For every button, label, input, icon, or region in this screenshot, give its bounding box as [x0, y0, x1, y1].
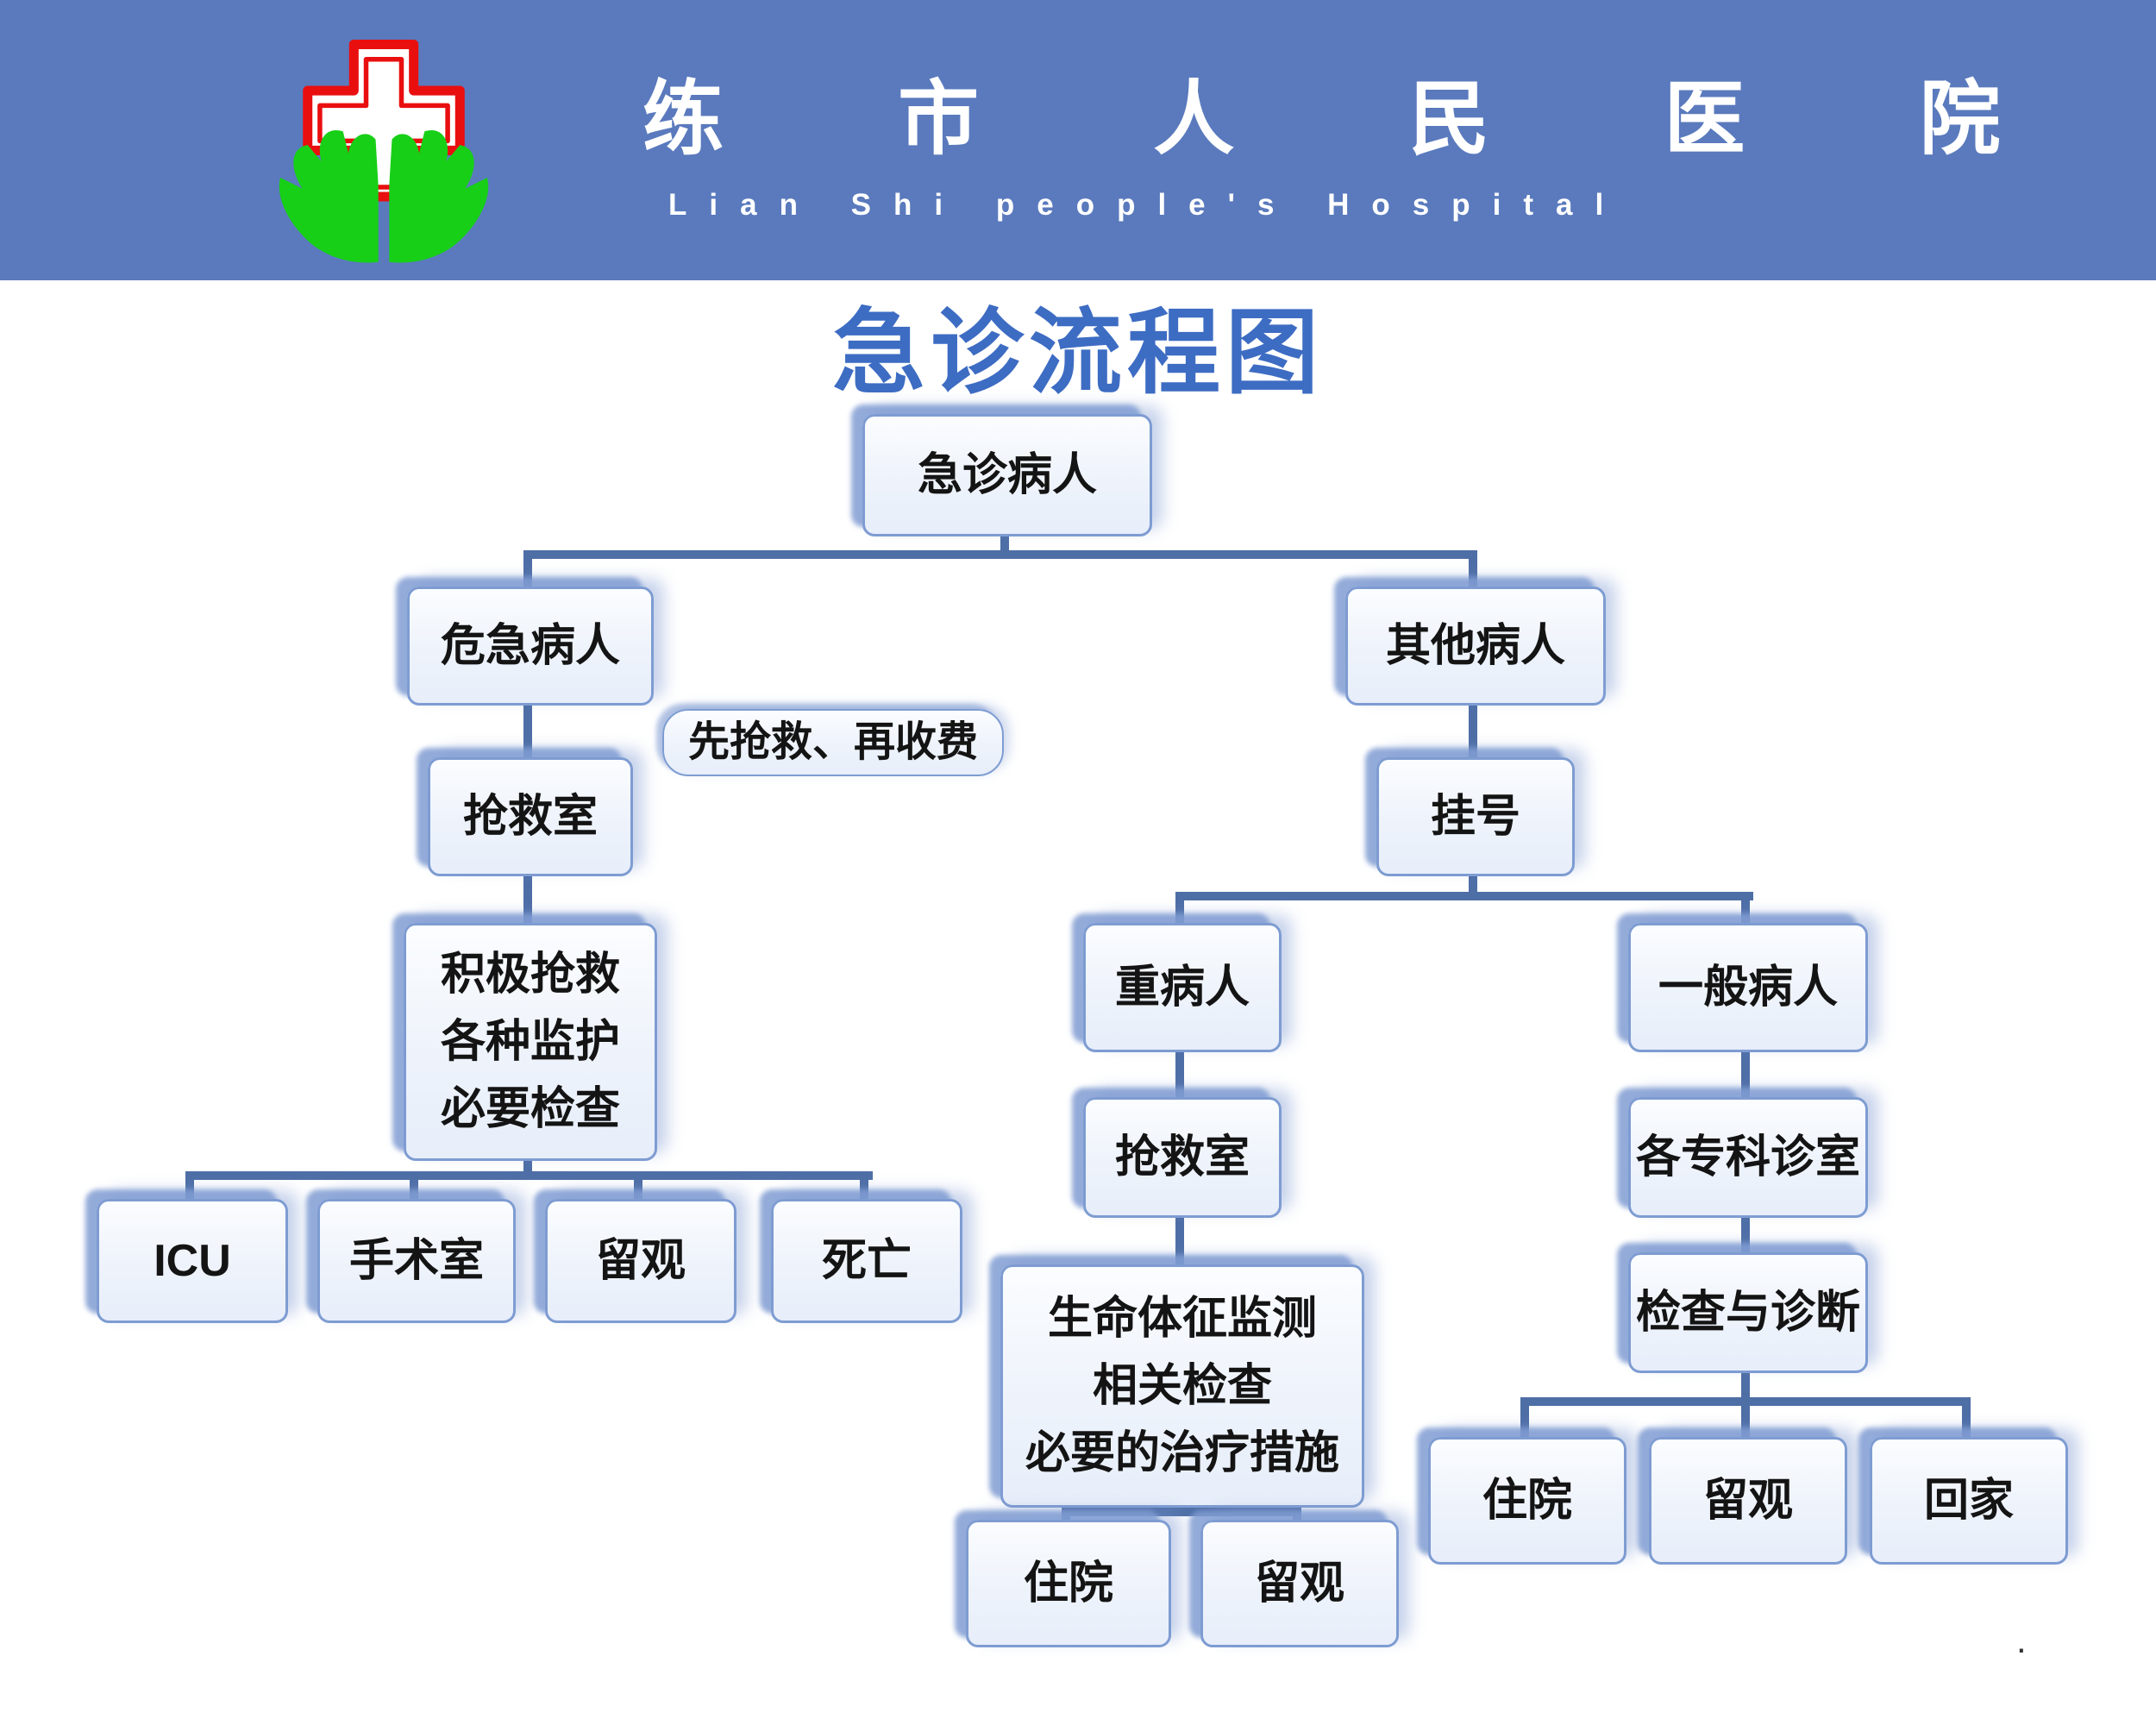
node-exam-and-diagnosis: 检查与诊断	[1628, 1252, 1868, 1373]
connector-line	[1175, 892, 1753, 900]
connector-line	[1175, 1211, 1184, 1266]
node-operating-room: 手术室	[317, 1199, 516, 1323]
connector-line	[1175, 894, 1184, 926]
connector-line	[1062, 1509, 1070, 1521]
note-rescue-first-pay-later: 先抢救、再收费	[662, 709, 1004, 776]
node-emergency-patient: 急诊病人	[862, 414, 1152, 536]
node-admission-right: 住院	[1428, 1437, 1626, 1565]
page-title: 急诊流程图	[831, 300, 1324, 405]
footer-dot: .	[2016, 1620, 2027, 1660]
connector-line	[1062, 1508, 1301, 1516]
hospital-name: 练 市 人 民 医 院	[642, 73, 2077, 164]
connector-line	[1469, 697, 1477, 761]
node-icu: ICU	[97, 1199, 288, 1323]
connector-line	[523, 550, 1477, 559]
connector-line	[1962, 1399, 1971, 1439]
node-rescue-room-left: 抢救室	[428, 757, 633, 876]
node-observation-left: 留观	[545, 1199, 736, 1323]
hospital-name-english: Lian Shi people's Hospital	[668, 188, 1626, 222]
node-general-patient: 一般病人	[1628, 923, 1868, 1052]
connector-line	[1520, 1399, 1529, 1439]
node-vital-signs-monitoring: 生命体征监测 相关检查 必要的治疗措施	[1000, 1264, 1364, 1508]
node-observation-middle: 留观	[1200, 1520, 1399, 1647]
connector-line	[185, 1171, 873, 1180]
connector-line	[523, 1153, 532, 1177]
connector-line	[523, 869, 532, 925]
node-admission-middle: 住院	[966, 1520, 1171, 1647]
node-death: 死亡	[771, 1199, 962, 1323]
node-observation-right: 留观	[1649, 1437, 1847, 1565]
connector-line	[634, 1173, 642, 1202]
node-critical-patient: 危急病人	[407, 586, 654, 706]
connector-line	[1469, 552, 1477, 590]
node-active-rescue-monitoring: 积极抢救 各种监护 必要检查	[404, 923, 657, 1161]
connector-line	[185, 1173, 194, 1202]
connector-line	[1000, 530, 1009, 559]
connector-line	[1741, 1045, 1750, 1101]
connector-line	[1175, 1045, 1184, 1101]
node-go-home: 回家	[1870, 1437, 2068, 1565]
connector-line	[523, 552, 532, 590]
connector-line	[1741, 894, 1750, 926]
node-specialist-clinics: 各专科诊室	[1628, 1097, 1868, 1218]
connector-line	[1741, 1211, 1750, 1256]
connector-line	[410, 1173, 418, 1202]
node-registration: 挂号	[1376, 757, 1575, 876]
node-severe-patient: 重病人	[1083, 923, 1282, 1052]
connector-line	[1293, 1509, 1301, 1521]
connector-line	[523, 697, 532, 761]
hospital-logo	[279, 39, 489, 263]
connector-line	[1741, 1366, 1750, 1404]
connector-line	[1741, 1399, 1750, 1439]
node-other-patients: 其他病人	[1345, 586, 1606, 706]
connector-line	[1469, 869, 1477, 898]
node-rescue-room-middle: 抢救室	[1083, 1097, 1282, 1218]
connector-line	[860, 1173, 868, 1202]
hands-icon	[279, 129, 489, 263]
